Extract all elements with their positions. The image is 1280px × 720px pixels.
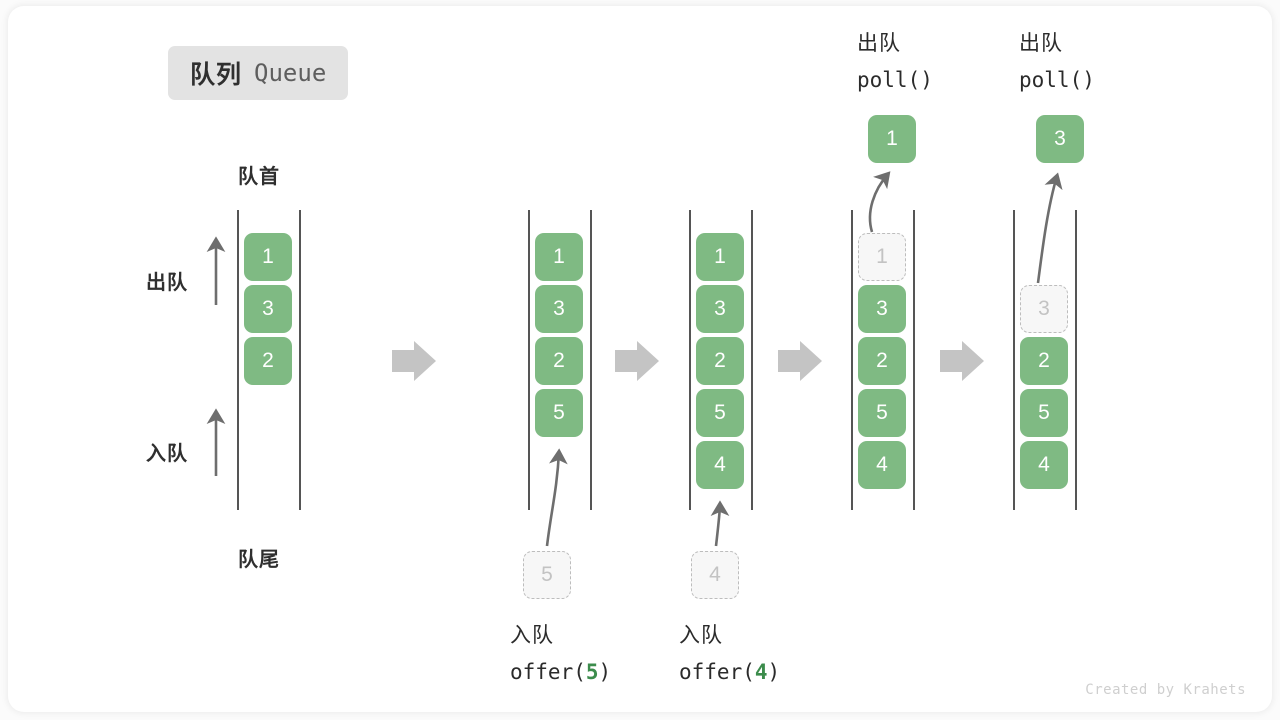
operation-offer-5-code: offer(5)	[510, 654, 611, 690]
operation-label-offer-4: 入队 offer(4)	[679, 618, 780, 690]
title-english: Queue	[254, 59, 327, 87]
title-badge: 队列 Queue	[168, 46, 349, 100]
title-chinese: 队列	[190, 61, 243, 89]
cell-c2-1: 3	[535, 285, 583, 333]
cell-c1-2: 2	[244, 337, 292, 385]
cell-c4-3: 5	[858, 389, 906, 437]
cell-c5-1: 2	[1020, 337, 1068, 385]
column-2-rail-left	[528, 210, 530, 510]
column-5-rail-right	[1075, 210, 1077, 510]
operation-poll-3-code: poll()	[1019, 68, 1095, 92]
operation-offer-4-cn: 入队	[679, 624, 723, 647]
offer-5-suffix: )	[598, 660, 612, 684]
label-enqueue-direction: 入队	[146, 443, 188, 465]
cell-c2-0: 1	[535, 233, 583, 281]
operation-offer-5-cn: 入队	[510, 624, 554, 647]
cell-c4-4: 4	[858, 441, 906, 489]
cell-c2-3: 5	[535, 389, 583, 437]
operation-poll-3-cn: 出队	[1019, 32, 1063, 55]
column-3-rail-left	[689, 210, 691, 510]
popped-cell-poll-3: 3	[1036, 115, 1084, 163]
offer-4-prefix: offer(	[679, 660, 755, 684]
popped-cell-poll-1: 1	[868, 115, 916, 163]
cell-c3-1: 3	[696, 285, 744, 333]
offer-4-arg: 4	[754, 660, 768, 684]
pending-cell-offer-5: 5	[523, 551, 571, 599]
column-1-rail-right	[299, 210, 301, 510]
operation-label-offer-5: 入队 offer(5)	[510, 618, 611, 690]
ghost-cell-c5-0: 3	[1020, 285, 1068, 333]
column-3-rail-right	[751, 210, 753, 510]
operation-label-poll-3: 出队 poll()	[1019, 26, 1095, 98]
column-1-rail-left	[237, 210, 239, 510]
cell-c3-3: 5	[696, 389, 744, 437]
offer-5-arg: 5	[585, 660, 599, 684]
cell-c1-0: 1	[244, 233, 292, 281]
cell-c2-2: 2	[535, 337, 583, 385]
column-4-rail-right	[913, 210, 915, 510]
column-2-rail-right	[590, 210, 592, 510]
cell-c1-1: 3	[244, 285, 292, 333]
credit-text: Created by Krahets	[1085, 682, 1246, 698]
cell-c3-4: 4	[696, 441, 744, 489]
cell-c4-2: 2	[858, 337, 906, 385]
pending-cell-offer-4: 4	[691, 551, 739, 599]
operation-poll-1-cn: 出队	[857, 32, 901, 55]
cell-c3-0: 1	[696, 233, 744, 281]
diagram-card	[8, 6, 1272, 712]
cell-c5-2: 5	[1020, 389, 1068, 437]
offer-4-suffix: )	[767, 660, 781, 684]
offer-5-prefix: offer(	[510, 660, 586, 684]
operation-offer-4-code: offer(4)	[679, 654, 780, 690]
cell-c3-2: 2	[696, 337, 744, 385]
operation-label-poll-1: 出队 poll()	[857, 26, 933, 98]
operation-poll-1-code: poll()	[857, 68, 933, 92]
column-4-rail-left	[851, 210, 853, 510]
label-dequeue-direction: 出队	[146, 272, 188, 294]
ghost-cell-c4-0: 1	[858, 233, 906, 281]
column-5-rail-left	[1013, 210, 1015, 510]
cell-c4-1: 3	[858, 285, 906, 333]
label-queue-tail: 队尾	[238, 549, 280, 571]
label-queue-head: 队首	[238, 166, 280, 188]
cell-c5-3: 4	[1020, 441, 1068, 489]
